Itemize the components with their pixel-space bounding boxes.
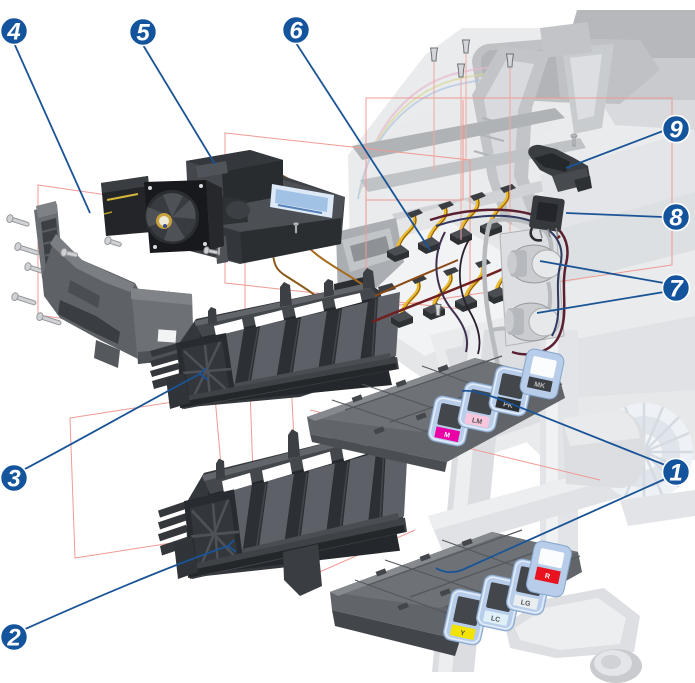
- svg-text:5: 5: [136, 20, 150, 47]
- svg-text:3: 3: [7, 466, 21, 493]
- svg-text:MK: MK: [533, 381, 545, 390]
- svg-text:8: 8: [669, 205, 683, 232]
- svg-text:M: M: [443, 432, 450, 440]
- svg-text:4: 4: [6, 19, 20, 46]
- svg-text:Y: Y: [459, 630, 465, 638]
- svg-text:LC: LC: [490, 615, 501, 624]
- svg-text:LG: LG: [520, 599, 532, 608]
- svg-text:PK: PK: [502, 401, 513, 410]
- svg-text:1: 1: [669, 460, 682, 487]
- svg-text:R: R: [544, 573, 550, 581]
- svg-text:2: 2: [6, 625, 21, 652]
- svg-text:LM: LM: [471, 417, 483, 426]
- svg-text:6: 6: [289, 18, 303, 45]
- svg-text:9: 9: [669, 117, 683, 144]
- svg-text:7: 7: [669, 276, 684, 303]
